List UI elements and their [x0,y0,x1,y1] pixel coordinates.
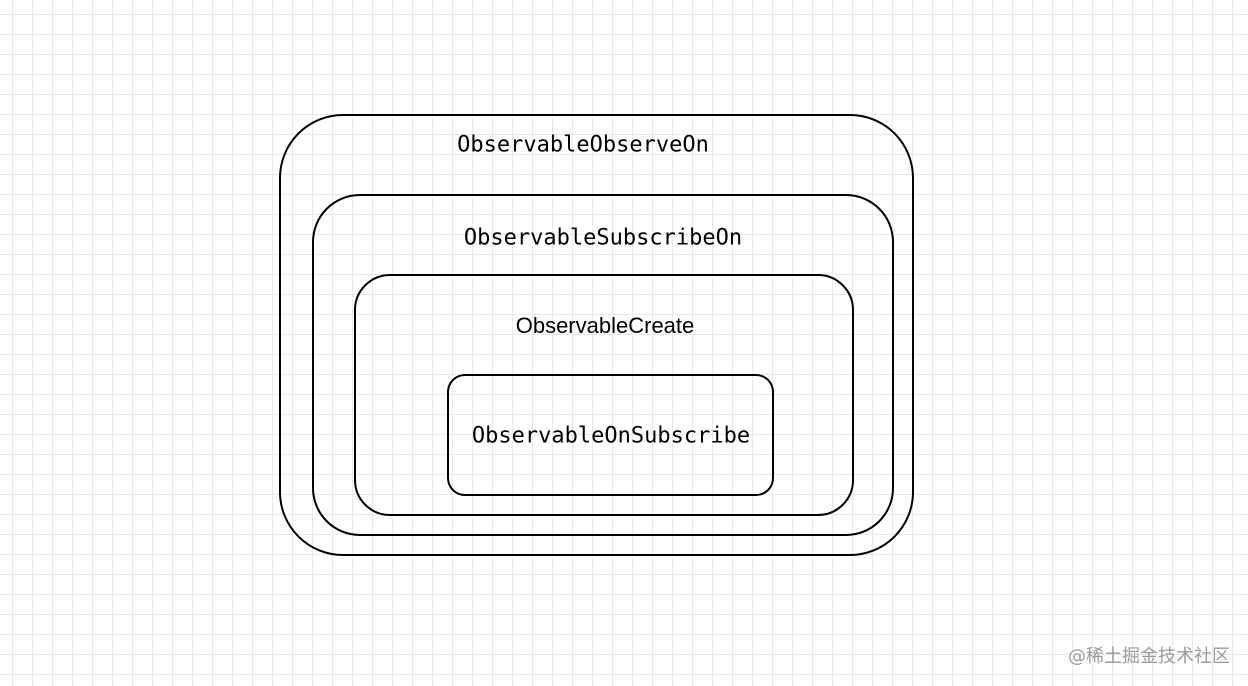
watermark: @稀土掘金技术社区 [1068,646,1230,667]
observable-on-subscribe-label: ObservableOnSubscribe [471,423,751,449]
observable-subscribe-on-box [312,194,894,536]
observable-observe-on-label: ObservableObserveOn [457,132,709,158]
observable-observe-on-box [279,114,914,556]
observable-create-label: ObservableCreate [515,313,695,338]
observable-subscribe-on-label: ObservableSubscribeOn [463,225,743,251]
observable-on-subscribe-box [447,374,774,496]
observable-create-box [354,274,854,516]
